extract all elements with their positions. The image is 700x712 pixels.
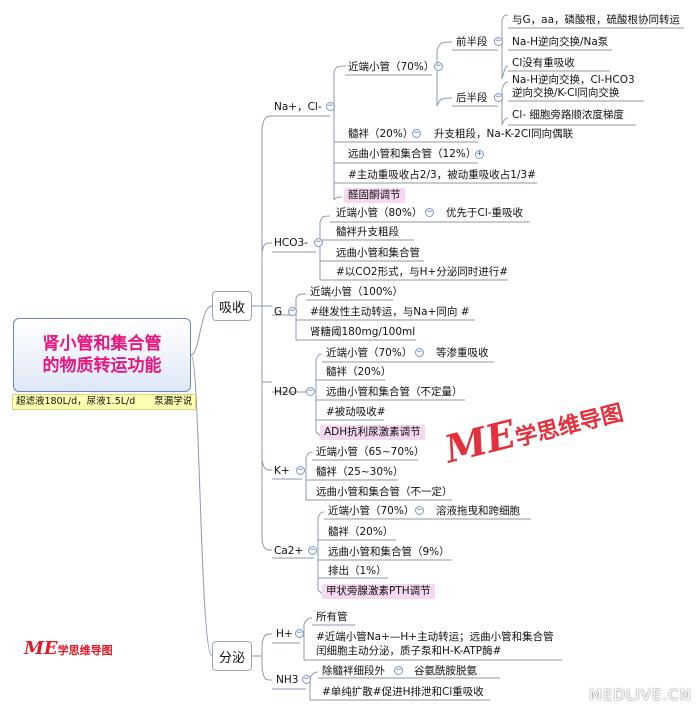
collapse-toggle-icon[interactable]: − [295, 628, 304, 638]
watermark-site: MEDLIVE.CN [589, 686, 692, 704]
nh3-chu[interactable]: 除髓袢细段外 [322, 665, 385, 677]
na-q1[interactable]: 与G，aa，磷酸根，硫酸根协同转运 [512, 14, 681, 26]
h-line2[interactable]: 闰细胞主动分泌，质子泵和H-K-ATP酶# [316, 645, 502, 657]
expand-toggle-icon[interactable]: + [475, 149, 484, 159]
collapse-toggle-icon[interactable]: − [296, 465, 305, 475]
root-note: 超滤液180L/d，尿液1.5L/d 泵漏学说 [12, 394, 197, 410]
collapse-toggle-icon[interactable]: − [412, 128, 421, 138]
na-suiban[interactable]: 髓袢（20%） [348, 128, 414, 140]
root-title-line2: 的物质转运功能 [42, 356, 162, 376]
watermark-logo-mark-small: ME [24, 638, 58, 659]
na-jinduan[interactable]: 近端小管（70%） [348, 61, 435, 73]
collapse-toggle-icon[interactable]: − [494, 36, 503, 46]
watermark-logo-text-small: 学思维导图 [57, 644, 113, 657]
h2o-yuanqu[interactable]: 远曲小管和集合管（不定量） [326, 386, 463, 398]
topic-ca[interactable]: Ca2+ [274, 545, 304, 557]
collapse-toggle-icon[interactable]: − [306, 386, 315, 396]
topic-k[interactable]: K+ [274, 465, 290, 477]
topic-h2o[interactable]: H2O [274, 386, 297, 398]
na-quangu[interactable]: 醛固酮调节 [344, 188, 405, 203]
collapse-toggle-icon[interactable]: − [314, 237, 323, 247]
na-suiban-note[interactable]: 升支粗段，Na-K-2Cl同向偶联 [434, 128, 574, 140]
h2o-suiban[interactable]: 髓袢（20%） [326, 366, 392, 378]
topic-xishou[interactable]: 吸收 [212, 291, 252, 321]
topic-h[interactable]: H+ [276, 628, 293, 640]
ca-paichu[interactable]: 排出（1%） [328, 565, 387, 577]
hco3-jinduan-note[interactable]: 优先于Cl-重吸收 [446, 207, 524, 219]
g-shentang[interactable]: 肾糖阈180mg/100ml [310, 326, 416, 338]
collapse-toggle-icon[interactable]: − [326, 101, 335, 111]
h2o-beidong[interactable]: #被动吸收# [326, 406, 386, 418]
collapse-toggle-icon[interactable]: − [288, 306, 297, 316]
hco3-jinduan[interactable]: 近端小管（80%） [336, 207, 423, 219]
topic-g[interactable]: G [274, 306, 283, 318]
watermark-logo-small: ME学思维导图 [24, 638, 113, 659]
na-h1-line1[interactable]: Na-H逆向交换，Cl-HCO3 [512, 74, 635, 86]
ca-jinduan[interactable]: 近端小管（70%） [328, 505, 415, 517]
root-title-line1: 肾小管和集合管 [42, 334, 162, 354]
h-line1[interactable]: #近端小管Na+—H+主动转运；远曲小管和集合管 [316, 631, 554, 643]
hco3-suiban[interactable]: 髓袢升支粗段 [336, 226, 399, 238]
collapse-toggle-icon[interactable]: − [415, 505, 424, 515]
collapse-toggle-icon[interactable]: − [434, 61, 443, 71]
root-topic[interactable]: 肾小管和集合管 的物质转运功能 [13, 318, 191, 392]
ca-jinduan-note[interactable]: 溶液拖曳和跨细胞 [436, 505, 520, 517]
topic-na-cl[interactable]: Na+，Cl- [274, 101, 322, 113]
collapse-toggle-icon[interactable]: − [394, 665, 403, 675]
collapse-toggle-icon[interactable]: − [425, 207, 434, 217]
nh3-danchun[interactable]: #单纯扩散#促进H排泄和Cl重吸收 [322, 686, 484, 698]
collapse-toggle-icon[interactable]: − [415, 347, 424, 357]
hco3-yuanqu[interactable]: 远曲小管和集合管 [336, 247, 420, 259]
h2o-jinduan[interactable]: 近端小管（70%） [326, 347, 413, 359]
ca-suiban[interactable]: 髓袢（20%） [328, 526, 394, 538]
na-qianbanduan[interactable]: 前半段 [456, 36, 488, 48]
topic-nh3[interactable]: NH3 [276, 674, 299, 686]
topic-fenmi[interactable]: 分泌 [212, 641, 252, 671]
collapse-toggle-icon[interactable]: − [302, 674, 311, 684]
collapse-toggle-icon[interactable]: − [308, 545, 317, 555]
nh3-chu-note[interactable]: 谷氨酰胺脱氨 [414, 665, 477, 677]
collapse-toggle-icon[interactable]: − [494, 92, 503, 102]
hco3-co2[interactable]: #以CO2形式，与H+分泌同时进行# [336, 266, 509, 278]
na-q3[interactable]: Cl没有重吸收 [512, 57, 575, 69]
h2o-jinduan-note[interactable]: 等渗重吸收 [436, 347, 489, 359]
g-jifa[interactable]: #继发性主动转运，与Na+同向 # [310, 306, 470, 318]
na-yuanqu[interactable]: 远曲小管和集合管（12%） [348, 148, 477, 160]
g-jinduan[interactable]: 近端小管（100%） [310, 286, 404, 298]
k-jinduan[interactable]: 近端小管（65~70%） [316, 446, 425, 458]
topic-hco3[interactable]: HCO3- [274, 237, 308, 249]
topic-xishou-label: 吸收 [218, 300, 245, 316]
na-houbanduan[interactable]: 后半段 [456, 92, 488, 104]
na-zhudong[interactable]: #主动重吸收占2/3，被动重吸收占1/3# [348, 169, 536, 181]
ca-yuanqu[interactable]: 远曲小管和集合管（9%） [328, 546, 450, 558]
na-h2[interactable]: Cl- 细胞旁路顺浓度梯度 [512, 109, 624, 121]
na-h1-line2[interactable]: 逆向交换/K-Cl同向交换 [512, 87, 620, 99]
topic-fenmi-label: 分泌 [218, 650, 245, 666]
h2o-adh[interactable]: ADH抗利尿激素调节 [320, 425, 425, 440]
na-q2[interactable]: Na-H逆向交换/Na泵 [512, 36, 609, 48]
h-suoyou[interactable]: 所有管 [316, 611, 348, 623]
ca-pth[interactable]: 甲状旁腺激素PTH调节 [322, 584, 435, 599]
k-yuanqu[interactable]: 远曲小管和集合管（不一定） [316, 486, 453, 498]
k-suiban[interactable]: 髓袢（25~30%） [316, 466, 404, 478]
